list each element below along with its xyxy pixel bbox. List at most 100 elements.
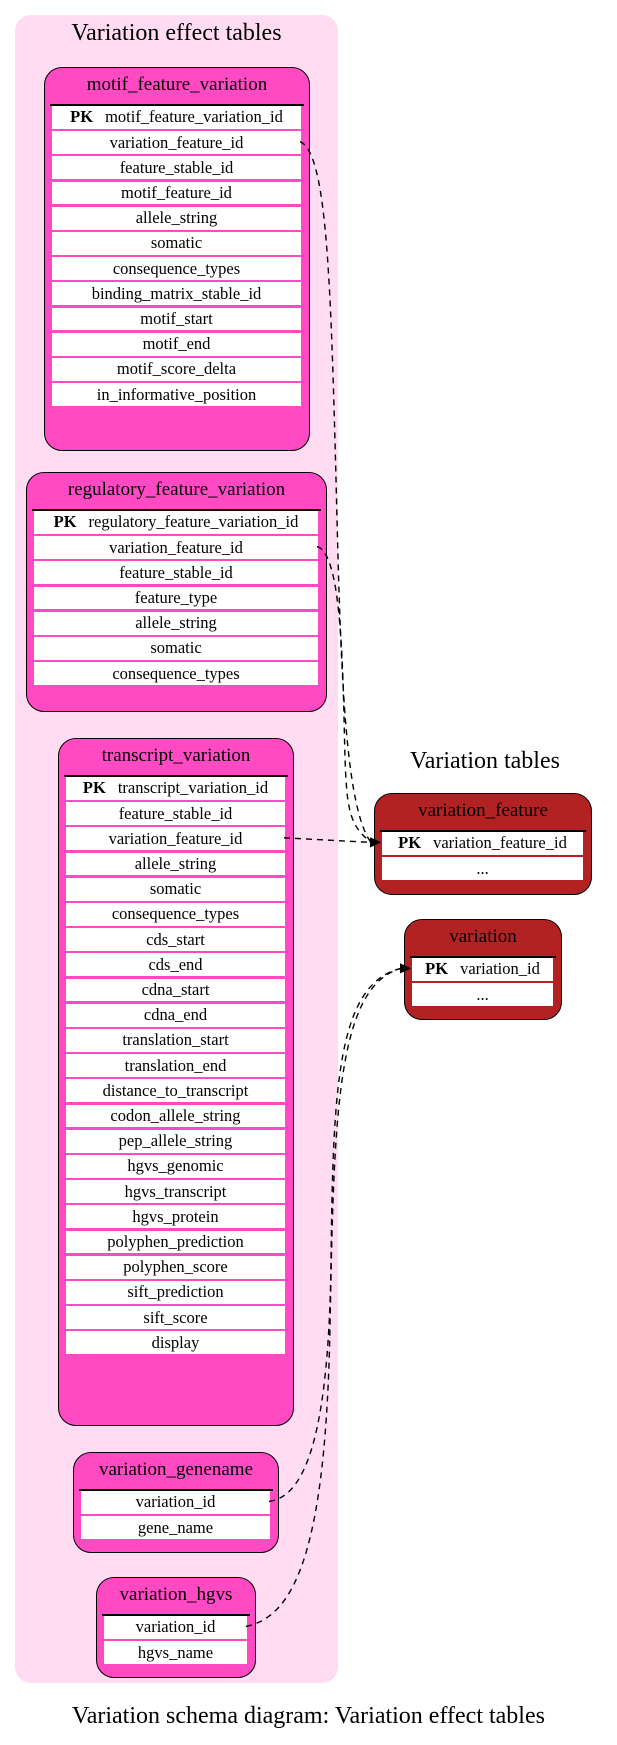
column-name: consequence_types xyxy=(112,258,241,278)
column-row[interactable]: cdna_end xyxy=(66,1003,285,1027)
column-name: motif_start xyxy=(140,308,213,328)
column-row[interactable]: motif_start xyxy=(52,307,301,331)
column-name: allele_string xyxy=(134,853,217,873)
column-name: feature_stable_id xyxy=(119,157,234,177)
column-row[interactable]: allele_string xyxy=(52,206,301,230)
column-name: feature_type xyxy=(134,587,218,607)
column-row[interactable]: hgvs_transcript xyxy=(66,1180,285,1203)
column-name: distance_to_transcript xyxy=(102,1080,249,1100)
table-variation-hgvs[interactable]: variation_hgvs variation_id hgvs_name xyxy=(96,1577,256,1678)
column-row[interactable]: variation_feature_id xyxy=(66,827,285,851)
column-name: somatic xyxy=(149,879,202,899)
column-name: variation_feature_id xyxy=(109,537,243,557)
column-name: motif_score_delta xyxy=(116,359,237,379)
column-row[interactable]: allele_string xyxy=(34,611,318,635)
header-divider xyxy=(102,1614,250,1616)
table-title: variation_hgvs xyxy=(119,1584,233,1605)
column-row[interactable]: display xyxy=(66,1331,285,1355)
header-divider xyxy=(410,956,556,958)
column-row[interactable]: hgvs_name xyxy=(104,1641,247,1664)
column-row[interactable]: codon_allele_string xyxy=(66,1104,285,1128)
column-name: variation_feature_id xyxy=(433,833,567,853)
cluster-title-variation-effect-tables: Variation effect tables xyxy=(71,20,282,46)
column-name: allele_string xyxy=(135,208,218,228)
column-name: feature_stable_id xyxy=(118,803,233,823)
header-divider xyxy=(380,830,586,832)
column-row[interactable]: feature_stable_id xyxy=(66,802,285,825)
column-row[interactable]: variation_feature_id xyxy=(52,131,301,154)
table-title: regulatory_feature_variation xyxy=(67,479,286,500)
column-row[interactable]: ... xyxy=(382,857,583,880)
column-row[interactable]: sift_prediction xyxy=(66,1281,285,1304)
column-row[interactable]: variation_id xyxy=(81,1491,270,1514)
column-row[interactable]: distance_to_transcript xyxy=(66,1079,285,1103)
column-row[interactable]: gene_name xyxy=(81,1516,270,1539)
column-name: transcript_variation_id xyxy=(117,778,269,798)
primary-key-label: PK xyxy=(53,512,77,532)
column-row[interactable]: feature_stable_id xyxy=(52,156,301,180)
column-row[interactable]: cds_start xyxy=(66,928,285,951)
column-name: regulatory_feature_variation_id xyxy=(88,512,299,532)
column-row[interactable]: translation_start xyxy=(66,1029,285,1052)
column-name: hgvs_protein xyxy=(132,1206,219,1226)
column-row[interactable]: polyphen_score xyxy=(66,1255,285,1279)
column-row[interactable]: translation_end xyxy=(66,1054,285,1077)
column-row[interactable]: motif_feature_id xyxy=(52,181,301,205)
column-row[interactable]: polyphen_prediction xyxy=(66,1230,285,1254)
column-name: variation_id xyxy=(460,959,540,979)
column-row[interactable]: motif_score_delta xyxy=(52,358,301,381)
header-divider xyxy=(64,775,288,777)
column-row[interactable]: somatic xyxy=(34,637,318,660)
column-name: pep_allele_string xyxy=(118,1131,233,1151)
table-variation-genename[interactable]: variation_genename variation_id gene_name xyxy=(73,1452,279,1553)
column-row[interactable]: consequence_types xyxy=(34,662,318,685)
table-title: variation xyxy=(449,926,517,947)
primary-key-row[interactable]: PK regulatory_feature_variation_id xyxy=(34,511,318,534)
column-row[interactable]: hgvs_genomic xyxy=(66,1155,285,1178)
column-row[interactable]: variation_feature_id xyxy=(34,536,318,559)
column-row[interactable]: hgvs_protein xyxy=(66,1205,285,1229)
column-row[interactable]: cds_end xyxy=(66,953,285,977)
column-name: translation_start xyxy=(122,1030,229,1050)
column-name: display xyxy=(151,1332,200,1352)
column-row[interactable]: consequence_types xyxy=(52,257,301,280)
column-row[interactable]: sift_score xyxy=(66,1306,285,1329)
column-row[interactable]: cdna_start xyxy=(66,978,285,1002)
column-name: translation_end xyxy=(124,1055,227,1075)
primary-key-row[interactable]: PK motif_feature_variation_id xyxy=(52,106,301,129)
column-name: polyphen_score xyxy=(123,1257,228,1277)
column-row[interactable]: in_informative_position xyxy=(52,383,301,406)
table-title: variation_genename xyxy=(98,1459,254,1480)
column-row[interactable]: variation_id xyxy=(104,1616,247,1639)
primary-key-label: PK xyxy=(70,107,94,127)
column-name: allele_string xyxy=(135,613,217,633)
column-name: polyphen_prediction xyxy=(107,1231,244,1251)
column-name: binding_matrix_stable_id xyxy=(91,283,262,303)
column-row[interactable]: consequence_types xyxy=(66,903,285,926)
column-row[interactable]: feature_type xyxy=(34,586,318,610)
column-row[interactable]: feature_stable_id xyxy=(34,561,318,585)
column-row[interactable]: ... xyxy=(412,983,553,1006)
column-name: hgvs_genomic xyxy=(127,1156,224,1176)
header-divider xyxy=(50,104,304,106)
column-name: motif_feature_id xyxy=(121,182,232,202)
column-name: motif_feature_variation_id xyxy=(105,107,283,127)
column-row[interactable]: pep_allele_string xyxy=(66,1129,285,1153)
column-name: variation_id xyxy=(135,1492,216,1512)
column-row[interactable]: motif_end xyxy=(52,332,301,356)
column-name: consequence_types xyxy=(112,663,240,683)
column-row[interactable]: somatic xyxy=(66,877,285,901)
column-name: somatic xyxy=(150,638,202,658)
column-name: variation_id xyxy=(135,1617,216,1637)
column-row[interactable]: allele_string xyxy=(66,852,285,876)
column-row[interactable]: binding_matrix_stable_id xyxy=(52,282,301,306)
column-row[interactable]: somatic xyxy=(52,232,301,255)
